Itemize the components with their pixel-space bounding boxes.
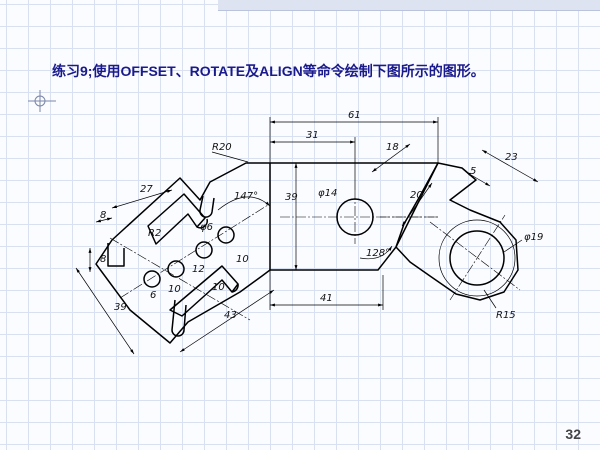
dim-39-left: 39 <box>114 302 127 313</box>
dim-r20: R20 <box>212 142 232 153</box>
dim-phi19: φ19 <box>524 232 543 243</box>
dim-23: 23 <box>505 152 518 163</box>
dimension-labels: 61 31 18 23 5 20 R20 27 147° 39 φ14 φ6 8… <box>100 110 543 321</box>
dim-61: 61 <box>348 110 361 121</box>
hole-phi19 <box>449 230 505 286</box>
slide-title: 练习9;使用OFFSET、ROTATE及ALIGN等命令绘制下图所示的图形。 <box>52 63 485 79</box>
dim-43: 43 <box>224 310 237 321</box>
dim-5: 5 <box>470 166 476 177</box>
hole-2 <box>167 260 185 278</box>
right-block <box>380 162 521 301</box>
dim-8: 8 <box>100 254 106 265</box>
left-arm <box>95 162 271 344</box>
slide-page-number: 32 <box>565 426 581 442</box>
header-band <box>218 0 600 11</box>
dim-10-a: 10 <box>236 254 249 265</box>
dim-phi14: φ14 <box>318 188 337 199</box>
dim-39: 39 <box>285 192 298 203</box>
crosshair-mark <box>28 90 56 112</box>
dim-6: 6 <box>150 290 156 301</box>
dim-r15: R15 <box>496 310 516 321</box>
dim-41: 41 <box>320 293 333 304</box>
dim-147: 147° <box>234 191 258 202</box>
dim-10-b: 10 <box>168 284 181 295</box>
dimension-lines <box>75 117 539 355</box>
hole-1 <box>143 270 161 288</box>
dim-8-top: 8 <box>100 210 106 221</box>
dim-18: 18 <box>386 142 399 153</box>
dim-phi6: φ6 <box>200 222 213 233</box>
dim-20: 20 <box>410 190 423 201</box>
hole-4 <box>217 226 235 244</box>
dim-12: 12 <box>192 264 205 275</box>
dim-r2: R2 <box>148 228 161 239</box>
dim-10-c: 10 <box>212 282 225 293</box>
dim-128: 128° <box>366 248 390 259</box>
dim-27: 27 <box>140 184 153 195</box>
hole-3 <box>195 241 213 259</box>
dim-31: 31 <box>306 130 319 141</box>
